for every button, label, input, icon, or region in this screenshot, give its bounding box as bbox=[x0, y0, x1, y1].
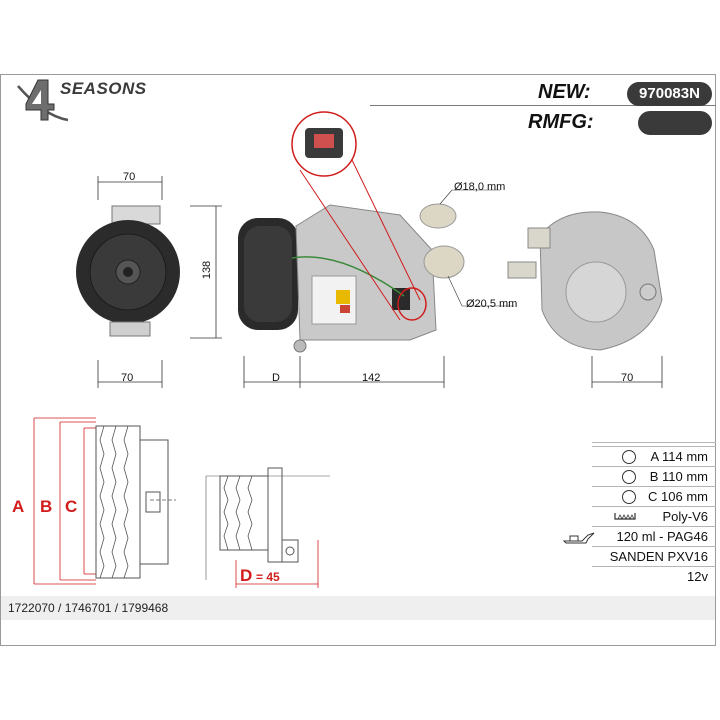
spec-row: C 106 mm bbox=[592, 486, 716, 507]
spec-text: 120 ml - PAG46 bbox=[616, 529, 708, 544]
section-c-label: C bbox=[65, 497, 78, 516]
rear-width-dimension: 70 bbox=[621, 372, 634, 384]
front-view-illustration bbox=[76, 205, 180, 337]
spec-top-divider bbox=[592, 442, 716, 443]
technical-drawing bbox=[33, 111, 663, 588]
four-seasons-logo-icon bbox=[17, 79, 69, 122]
footer-band bbox=[1, 596, 715, 620]
spec-text: 12v bbox=[687, 569, 708, 584]
spec-text: A 114 mm bbox=[650, 449, 708, 464]
oil-can-icon bbox=[562, 532, 595, 544]
d-section-drawing bbox=[205, 467, 330, 588]
d-dimension-label: D bbox=[272, 372, 280, 384]
pulley-section-drawing bbox=[33, 417, 176, 585]
diameter-icon bbox=[622, 450, 636, 464]
brand-name: SEASONS bbox=[60, 79, 147, 98]
diameter-icon bbox=[622, 470, 636, 484]
spec-row: 120 ml - PAG46 bbox=[562, 526, 716, 547]
spec-text: B 110 mm bbox=[649, 469, 708, 484]
d-value-label: D bbox=[240, 566, 253, 585]
rmfg-label: RMFG: bbox=[528, 111, 594, 133]
spec-text: Poly-V6 bbox=[662, 509, 708, 524]
spec-row: B 110 mm bbox=[592, 466, 716, 487]
header-divider bbox=[370, 105, 716, 106]
height-dimension: 138 bbox=[201, 260, 214, 280]
diameter-icon bbox=[622, 490, 636, 504]
section-a-label: A bbox=[12, 497, 25, 516]
new-label: NEW: bbox=[538, 81, 591, 103]
front-width-dimension: 70 bbox=[123, 171, 136, 183]
part-number-badge: 970083N bbox=[627, 82, 712, 106]
belt-icon bbox=[614, 513, 636, 520]
d-value: = 45 bbox=[256, 570, 280, 584]
spec-row: 12v bbox=[592, 566, 716, 587]
spec-text: SANDEN PXV16 bbox=[609, 549, 708, 564]
section-b-label: B bbox=[40, 497, 53, 516]
length-dimension: 142 bbox=[362, 372, 381, 384]
spec-row: SANDEN PXV16 bbox=[592, 546, 716, 567]
rmfg-badge bbox=[638, 111, 712, 135]
rear-view-illustration bbox=[507, 211, 663, 351]
fitting-diameter-2: Ø20,5 mm bbox=[466, 298, 518, 310]
spec-row: A 114 mm bbox=[592, 446, 716, 467]
fitting-diameter-1: Ø18,0 mm bbox=[454, 181, 506, 193]
bottom-width-dimension: 70 bbox=[121, 372, 134, 384]
spec-row: Poly-V6 bbox=[592, 506, 716, 527]
oem-numbers: 1722070 / 1746701 / 1799468 bbox=[8, 601, 169, 615]
spec-text: C 106 mm bbox=[648, 489, 708, 504]
side-view-illustration bbox=[238, 203, 465, 353]
